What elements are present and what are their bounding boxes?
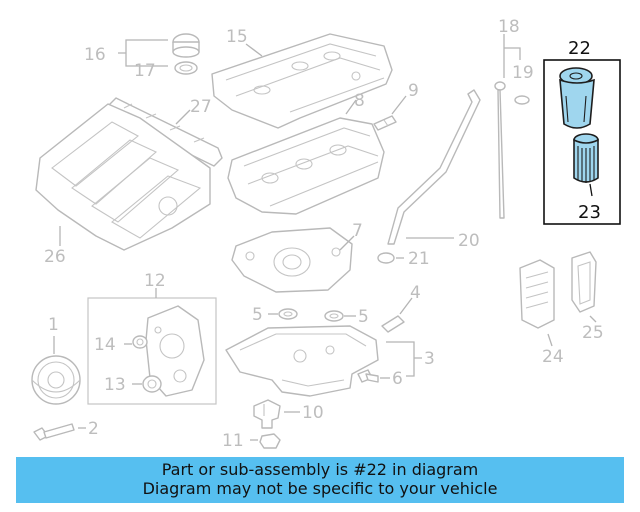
dipstick-seal-part [514,95,530,105]
timing-housing-part [231,227,353,293]
callout-4: 4 [410,283,421,303]
cylinder-head-part [227,117,385,215]
washer-right-part [324,310,344,322]
callout-1: 1 [48,315,59,335]
callout-3: 3 [424,349,435,369]
callout-25: 25 [582,323,604,343]
callout-11: 11 [222,431,244,451]
callout-17: 17 [134,61,156,81]
oil-pickup-part [253,399,281,429]
cylinder-head-cover-part [211,33,393,129]
callout-6: 6 [392,369,403,389]
callout-12: 12 [144,271,166,291]
callout-24: 24 [542,347,564,367]
oil-filter-highlight-box [543,59,621,225]
info-banner: Part or sub-assembly is #22 in diagram D… [16,457,624,503]
dipstick-part [494,81,506,219]
oil-filler-cap-part [172,33,200,75]
oil-pan-part [225,325,379,397]
callout-10: 10 [302,403,324,423]
oil-filter-housing-part [559,67,595,129]
oil-cooler-part [519,259,555,329]
callout-23: 23 [578,202,601,223]
crankshaft-pulley-part [31,355,81,405]
cooler-gasket-part [571,251,597,313]
callout-7: 7 [352,221,363,241]
banner-line-1: Part or sub-assembly is #22 in diagram [161,460,479,479]
callout-19: 19 [512,63,534,83]
callout-22: 22 [568,38,591,59]
callout-20: 20 [458,231,480,251]
sensor-part [373,115,397,131]
pickup-seal-part [259,433,281,449]
callout-18: 18 [498,17,520,37]
pulley-bolt-part [33,423,75,441]
callout-21: 21 [408,249,430,269]
dipstick-tube-part [387,89,481,245]
callout-13: 13 [104,375,126,395]
washer-left-part [278,308,298,320]
callout-5-right: 5 [358,307,369,327]
banner-line-2: Diagram may not be specific to your vehi… [142,479,498,498]
timing-cover-part [145,305,205,397]
callout-2: 2 [88,419,99,439]
callout-9: 9 [408,81,419,101]
callout-16: 16 [84,45,106,65]
callout-27: 27 [190,97,212,117]
cover-seal-small-part [132,335,148,349]
crankshaft-seal-part [142,375,162,393]
callout-14: 14 [94,335,116,355]
drain-plug-part [357,369,379,383]
tube-seal-part [377,252,395,264]
callout-5-left: 5 [252,305,263,325]
intake-manifold-part [35,103,211,251]
oil-filter-element-part [573,133,599,183]
timing-cover-kit-box [87,297,217,405]
callout-26: 26 [44,247,66,267]
callout-15: 15 [226,27,248,47]
callout-8: 8 [354,91,365,111]
oil-level-sensor-part [381,315,405,333]
